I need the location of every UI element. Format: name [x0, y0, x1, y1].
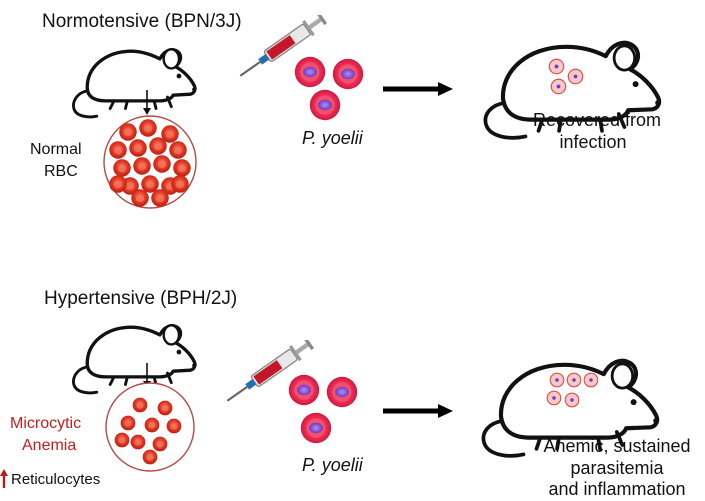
rbc-icon — [114, 432, 130, 448]
infected-rbc-icon — [326, 376, 358, 408]
infected-rbc-icon — [300, 412, 332, 444]
rbc-icon — [142, 449, 158, 465]
normal-rbc-label-line1: Normal — [30, 141, 82, 158]
hypertensive-title: Hypertensive (BPH/2J) — [44, 288, 238, 309]
rbc-icon — [139, 119, 157, 137]
rbc-icon — [153, 155, 171, 173]
rbc-icon — [166, 418, 182, 434]
rbc-icon — [109, 141, 127, 159]
infected-rbc-icon — [567, 68, 584, 85]
rbc-icon — [141, 175, 159, 193]
infected-rbc-icon — [583, 372, 599, 388]
rbc-icon — [131, 189, 149, 207]
mouse-icon — [71, 47, 199, 119]
microcytic-label: Microcytic — [10, 415, 82, 432]
rbc-icon — [173, 159, 191, 177]
mouse-icon — [71, 323, 199, 395]
outcome-top-line1: Recovered from — [533, 110, 662, 130]
rbc-icon — [113, 159, 131, 177]
normotensive-title: Normotensive (BPN/3J) — [42, 11, 242, 32]
infected-rbc-icon — [550, 78, 567, 95]
infected-rbc-icon — [309, 89, 341, 121]
infected-rbc-icon — [549, 372, 565, 388]
rbc-icon — [169, 141, 187, 159]
rbc-icon — [120, 415, 136, 431]
blood-smear-icon — [103, 115, 197, 209]
infected-rbc-icon — [548, 58, 565, 75]
rbc-icon — [130, 434, 146, 450]
rbc-icon — [119, 123, 137, 141]
infected-rbc-icon — [564, 392, 580, 408]
rbc-icon — [171, 175, 189, 193]
rbc-icon — [157, 400, 173, 416]
infected-rbc-icon — [332, 58, 364, 90]
outcome-bottom-line1: Anemic, sustained — [543, 436, 691, 456]
infected-rbc-icon — [566, 372, 582, 388]
parasite-label-top: P. yoelii — [302, 128, 363, 148]
infected-rbc-icon — [294, 56, 326, 88]
outcome-top-line2: infection — [559, 132, 627, 152]
normal-rbc-label-line2: RBC — [44, 163, 78, 180]
rbc-icon — [149, 137, 167, 155]
rbc-icon — [132, 397, 148, 413]
anemia-label: Anemia — [22, 437, 77, 454]
blood-smear-icon — [105, 382, 195, 472]
rbc-icon — [152, 436, 168, 452]
reticulocytes-label: Reticulocytes — [11, 471, 101, 488]
outcome-bottom-line2: parasitemia — [570, 458, 664, 478]
rbc-icon — [144, 417, 160, 433]
rbc-icon — [129, 139, 147, 157]
infected-rbc-icon — [288, 374, 320, 406]
infected-rbc-icon — [546, 390, 562, 406]
parasite-label-bottom: P. yoelii — [302, 455, 363, 475]
rbc-icon — [109, 175, 127, 193]
rbc-icon — [133, 157, 151, 175]
outcome-bottom-line3: and inflammation — [548, 479, 686, 499]
rbc-icon — [151, 189, 169, 207]
